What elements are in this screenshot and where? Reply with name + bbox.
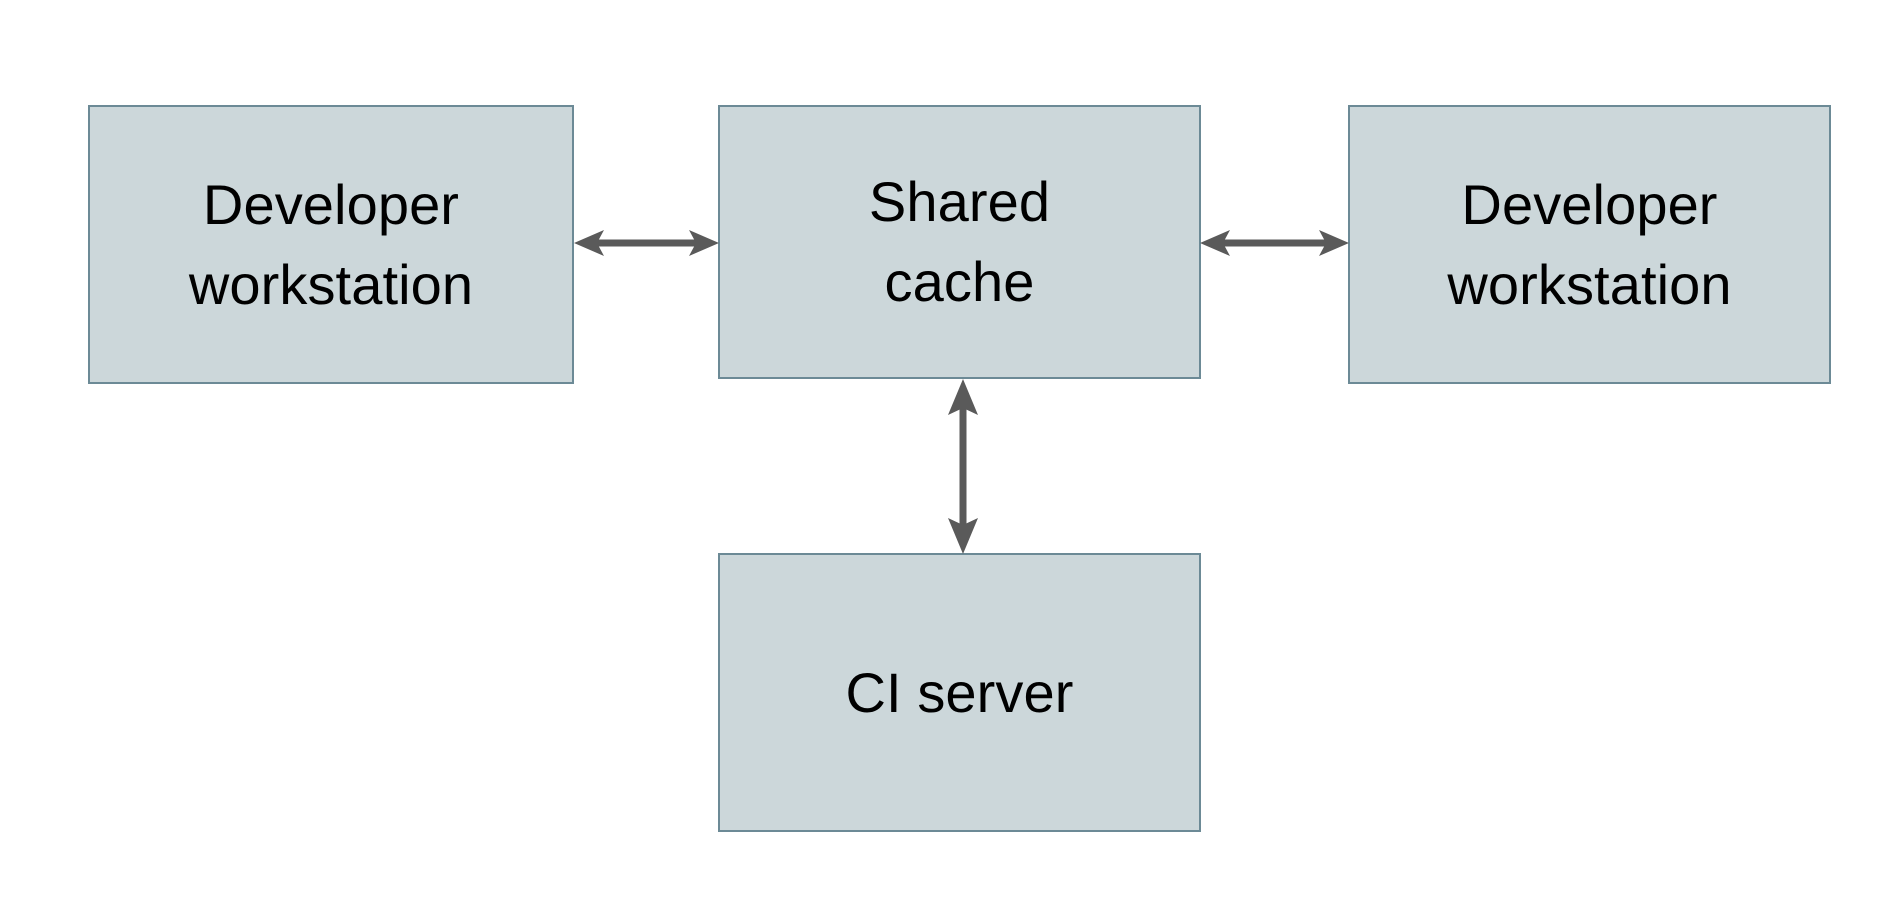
edge-developer-left-to-shared-cache[interactable] [574,205,719,285]
node-developer-workstation-right[interactable]: Developer workstation [1348,105,1831,384]
node-developer-workstation-left[interactable]: Developer workstation [88,105,574,384]
node-shared-cache[interactable]: Shared cache [718,105,1201,379]
node-ci-server[interactable]: CI server [718,553,1201,832]
node-label: Developer workstation [188,172,474,316]
node-label: CI server [845,660,1074,724]
edge-shared-cache-to-developer-right[interactable] [1200,205,1349,285]
node-label: Developer workstation [1447,172,1732,316]
node-label: Shared cache [868,170,1051,313]
edge-shared-cache-to-ci-server[interactable] [923,379,1003,554]
double-arrow-icon [948,379,978,554]
double-arrow-icon [1200,230,1349,256]
double-arrow-icon [574,230,719,256]
